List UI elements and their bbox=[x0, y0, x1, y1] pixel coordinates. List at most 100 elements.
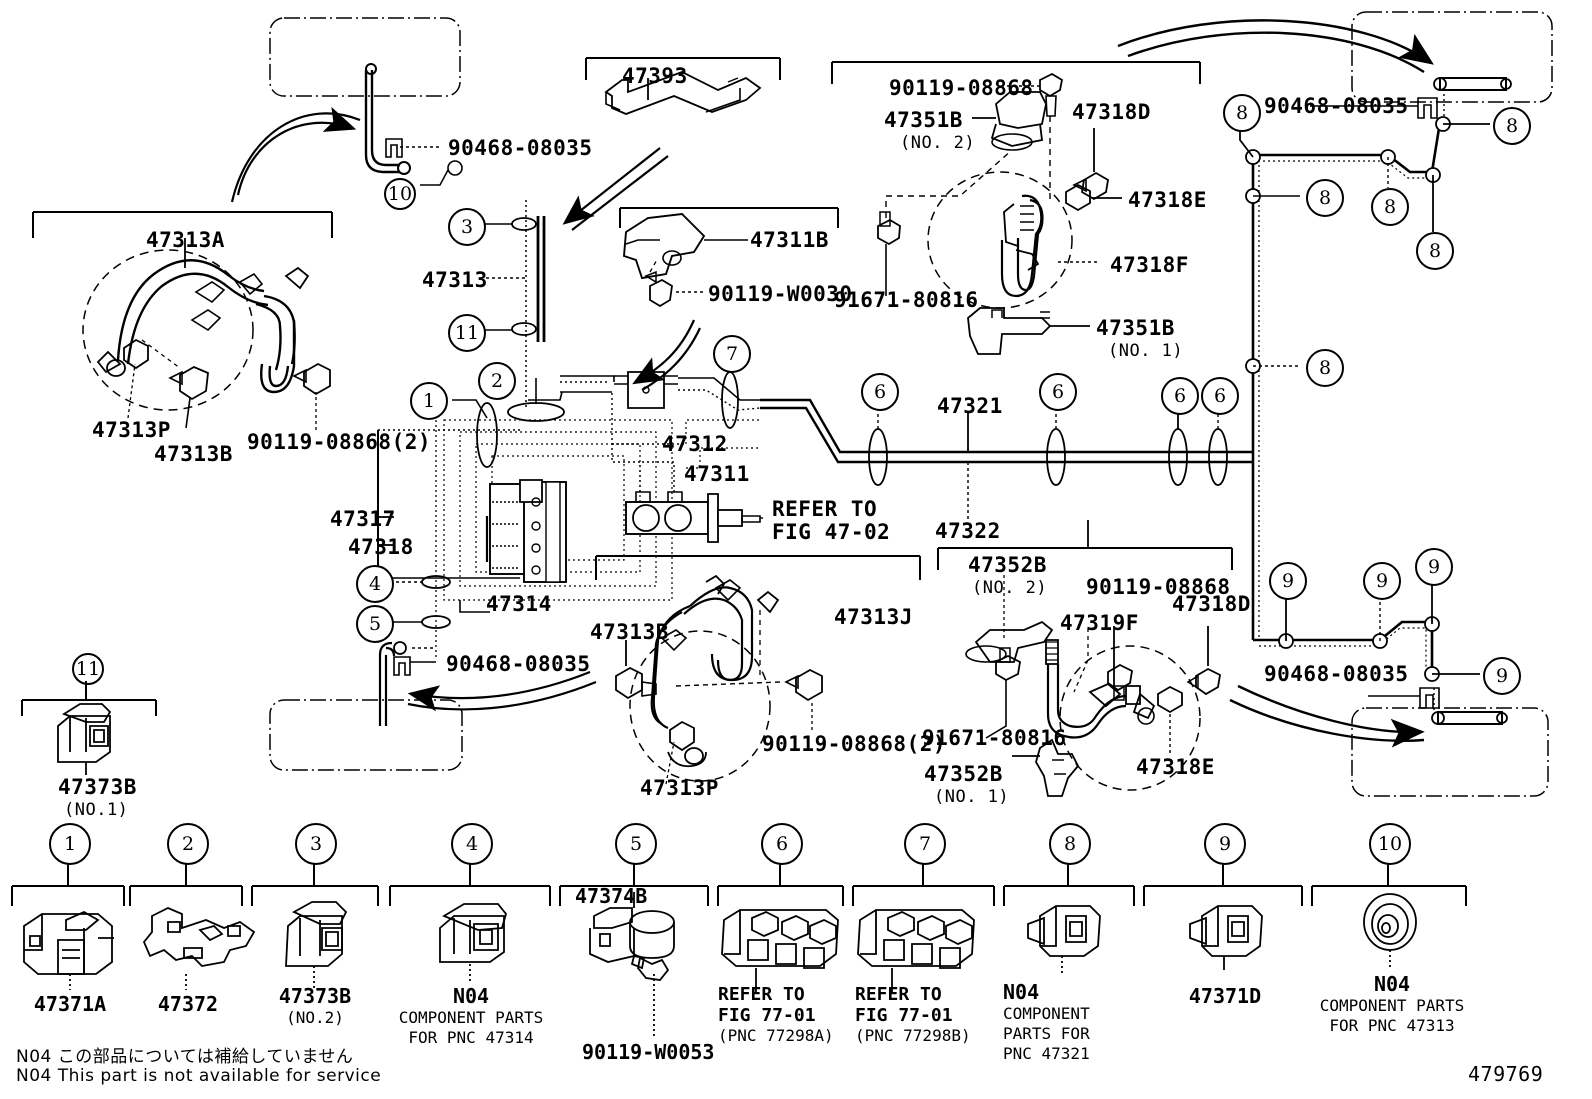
legend-callout-9[interactable]: 9 bbox=[1204, 823, 1246, 865]
figure-number: 479769 bbox=[1468, 1062, 1544, 1086]
legend-part-10-line2: FOR PNC 47313 bbox=[1329, 1016, 1455, 1035]
label-47313J: 47313J bbox=[834, 605, 913, 629]
label-47352B-no1: 47352B bbox=[924, 762, 1003, 786]
legend-part-7-line3: (PNC 77298B) bbox=[855, 1026, 971, 1045]
callout-9-diagram-a[interactable]: 9 bbox=[1269, 562, 1307, 600]
label-47352B-no1-sub: (NO. 1) bbox=[934, 787, 1010, 807]
legend-callout-1[interactable]: 1 bbox=[49, 823, 91, 865]
label-47321: 47321 bbox=[937, 394, 1003, 418]
callout-8-diagram-f[interactable]: 8 bbox=[1306, 349, 1344, 387]
legend-part-6-line2: FIG 77-01 bbox=[718, 1005, 816, 1026]
label-90468-08035-left: 90468-08035 bbox=[446, 652, 591, 676]
legend-callout-2[interactable]: 2 bbox=[167, 823, 209, 865]
legend-part-7-line2: FIG 77-01 bbox=[855, 1005, 953, 1026]
label-47314: 47314 bbox=[486, 592, 552, 616]
label-90468-08035-topright: 90468-08035 bbox=[1264, 94, 1409, 118]
legend-part-number-4: N04 bbox=[452, 984, 490, 1008]
callout-6-diagram-a[interactable]: 6 bbox=[861, 373, 899, 411]
legend-part-5: 47374B bbox=[575, 884, 725, 908]
legend-part-6-line3: (PNC 77298A) bbox=[718, 1026, 834, 1045]
callout-9-diagram-c[interactable]: 9 bbox=[1415, 548, 1453, 586]
label-47313B-2: 47313B bbox=[590, 620, 669, 644]
legend-callout-6[interactable]: 6 bbox=[761, 823, 803, 865]
label-90119-08868-b: 90119-08868 bbox=[1086, 575, 1231, 599]
legend-part-2: 47372 bbox=[118, 992, 258, 1016]
legend-part-number-9: 47371D bbox=[1188, 984, 1262, 1008]
callout-4-diagram[interactable]: 4 bbox=[356, 565, 394, 603]
legend-part-6: REFER TO FIG 77-01 (PNC 77298A) bbox=[718, 984, 868, 1046]
legend-callout-5[interactable]: 5 bbox=[615, 823, 657, 865]
label-47313B: 47313B bbox=[154, 442, 233, 466]
legend-part-8-line3: PNC 47321 bbox=[1003, 1044, 1090, 1063]
label-47351B-no2: 47351B bbox=[884, 108, 963, 132]
label-47352B-no2-sub: (NO. 2) bbox=[972, 578, 1048, 598]
legend-part-9: 47371D bbox=[1150, 984, 1300, 1008]
legend-part-number-3: 47373B bbox=[278, 984, 352, 1008]
label-90119-08868-2: 90119-08868(2) bbox=[247, 430, 432, 454]
label-91671-80816-b: 91671-80816 bbox=[922, 726, 1067, 750]
label-90468-08035-topleft: 90468-08035 bbox=[448, 136, 593, 160]
label-47313P: 47313P bbox=[92, 418, 171, 442]
label-47351B-no1-sub: (NO. 1) bbox=[1108, 341, 1184, 361]
legend-part-7: REFER TO FIG 77-01 (PNC 77298B) bbox=[855, 984, 1010, 1046]
label-47311: 47311 bbox=[684, 462, 750, 486]
legend-part-5-line1: 90119-W0053 bbox=[582, 1040, 715, 1064]
legend-part-10-line1: COMPONENT PARTS bbox=[1319, 996, 1465, 1015]
legend-callout-7[interactable]: 7 bbox=[904, 823, 946, 865]
legend-callout-10[interactable]: 10 bbox=[1369, 823, 1411, 865]
callout-9-diagram-d[interactable]: 9 bbox=[1483, 657, 1521, 695]
label-refer-fig-47-02-line1: REFER TO bbox=[772, 497, 878, 521]
label-90119-08868-top: 90119-08868 bbox=[889, 76, 1034, 100]
legend-part-7-line1: REFER TO bbox=[855, 984, 942, 1005]
label-47318E: 47318E bbox=[1128, 188, 1207, 212]
legend-part-6-line1: REFER TO bbox=[718, 984, 805, 1005]
legend-part-10: N04 COMPONENT PARTS FOR PNC 47313 bbox=[1312, 972, 1472, 1036]
legend-part-8-line1: COMPONENT bbox=[1003, 1004, 1090, 1023]
label-47313P-2: 47313P bbox=[640, 776, 719, 800]
label-91671-80816: 91671-80816 bbox=[834, 288, 979, 312]
label-47312: 47312 bbox=[662, 432, 728, 456]
legend-part-5-bolt: 90119-W0053 bbox=[582, 1040, 752, 1064]
callout-8-diagram-c[interactable]: 8 bbox=[1371, 188, 1409, 226]
callout-6-diagram-c[interactable]: 6 bbox=[1161, 377, 1199, 415]
callout-8-diagram-b[interactable]: 8 bbox=[1306, 179, 1344, 217]
callout-2-diagram[interactable]: 2 bbox=[478, 362, 516, 400]
callout-8-diagram-d[interactable]: 8 bbox=[1416, 232, 1454, 270]
callout-8-diagram-a[interactable]: 8 bbox=[1223, 94, 1261, 132]
legend-callout-8[interactable]: 8 bbox=[1049, 823, 1091, 865]
callout-1-diagram[interactable]: 1 bbox=[410, 382, 448, 420]
callout-8-diagram-e[interactable]: 8 bbox=[1493, 107, 1531, 145]
legend-callout-3[interactable]: 3 bbox=[295, 823, 337, 865]
label-47322: 47322 bbox=[935, 519, 1001, 543]
callout-11-group[interactable]: 11 bbox=[72, 653, 104, 685]
callout-6-diagram-d[interactable]: 6 bbox=[1201, 377, 1239, 415]
label-47313: 47313 bbox=[422, 268, 488, 292]
callout-11-diagram[interactable]: 11 bbox=[448, 314, 486, 352]
label-47319F: 47319F bbox=[1060, 611, 1139, 635]
callout-3-diagram[interactable]: 3 bbox=[448, 208, 486, 246]
legend-part-1: 47371A bbox=[0, 992, 140, 1016]
label-47318F: 47318F bbox=[1110, 253, 1189, 277]
footnote-japanese: N04 この部品については補給していません bbox=[16, 1047, 354, 1067]
callout-6-diagram-b[interactable]: 6 bbox=[1039, 373, 1077, 411]
legend-part-4-line1: COMPONENT PARTS bbox=[398, 1008, 544, 1027]
label-47317: 47317 bbox=[330, 507, 396, 531]
label-refer-fig-47-02-line2: FIG 47-02 bbox=[772, 520, 891, 544]
legend-callout-4[interactable]: 4 bbox=[451, 823, 493, 865]
callout-9-diagram-b[interactable]: 9 bbox=[1363, 562, 1401, 600]
label-90468-08035-bottomright: 90468-08035 bbox=[1264, 662, 1409, 686]
legend-part-number-8: N04 bbox=[1003, 980, 1040, 1004]
callout-5-diagram[interactable]: 5 bbox=[356, 605, 394, 643]
label-47351B-no1: 47351B bbox=[1096, 316, 1175, 340]
callout-10-diagram[interactable]: 10 bbox=[384, 178, 416, 210]
legend-part-number-5: 47374B bbox=[575, 884, 648, 908]
callout-7-diagram[interactable]: 7 bbox=[713, 335, 751, 373]
label-47373B-no1: 47373B bbox=[58, 775, 137, 799]
label-47373B-no1-sub: (NO.1) bbox=[64, 800, 129, 820]
